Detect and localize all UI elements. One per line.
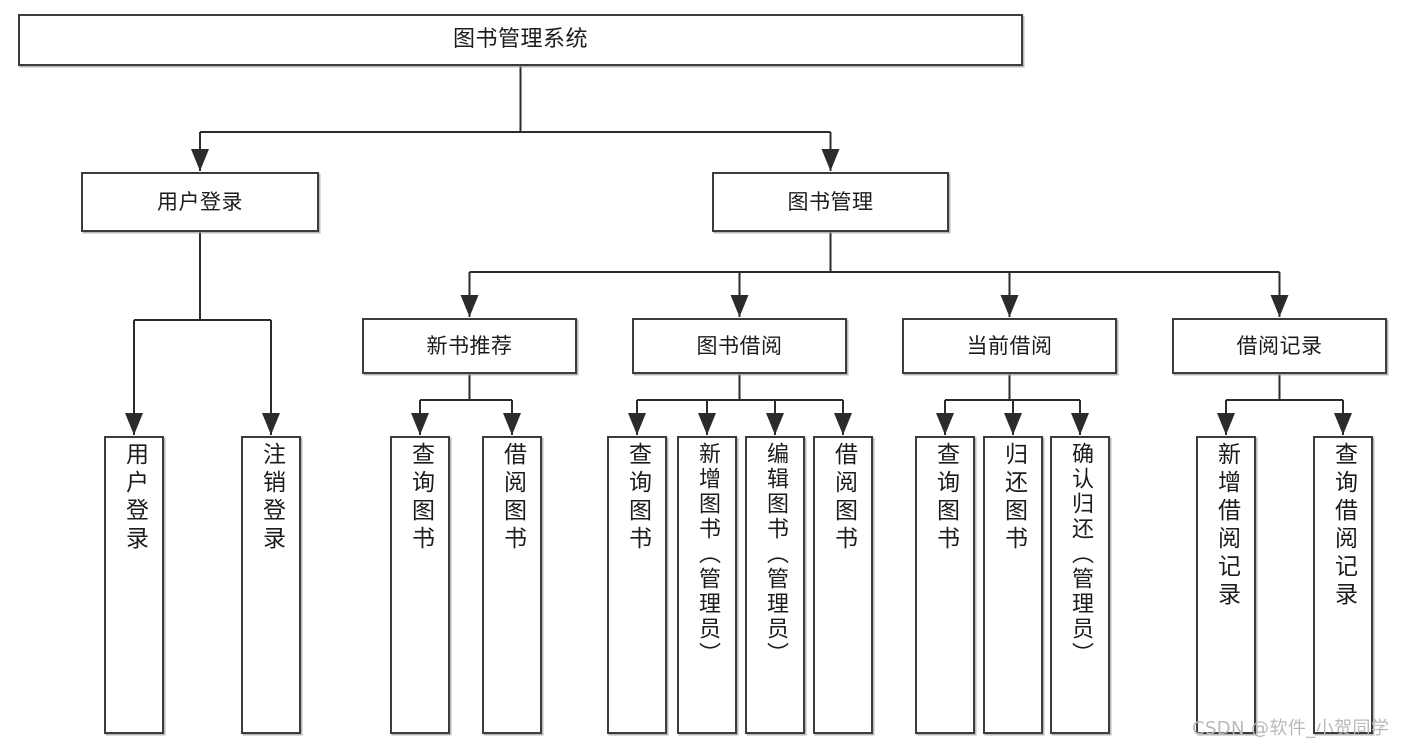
node-user-login[interactable]: 用户登录: [81, 172, 319, 232]
node-label: 当前借阅: [966, 333, 1053, 358]
node-leaf-query-book-2[interactable]: 查询图书: [607, 436, 667, 734]
node-label: 归还图书: [1000, 442, 1027, 554]
node-borrow-record[interactable]: 借阅记录: [1172, 318, 1387, 374]
node-label: 新增图书（管理员）: [695, 442, 720, 667]
node-label: 借阅图书: [499, 442, 526, 554]
node-leaf-confirm-return[interactable]: 确认归还（管理员）: [1050, 436, 1110, 734]
node-label: 注销登录: [258, 442, 285, 554]
node-label: 编辑图书（管理员）: [763, 442, 788, 667]
node-label: 查询图书: [932, 442, 959, 554]
node-label: 用户登录: [121, 442, 148, 554]
node-leaf-add-book[interactable]: 新增图书（管理员）: [677, 436, 737, 734]
node-label: 新书推荐: [426, 333, 513, 358]
node-label: 图书管理: [787, 189, 874, 214]
node-leaf-user-login[interactable]: 用户登录: [104, 436, 164, 734]
node-root[interactable]: 图书管理系统: [18, 14, 1023, 66]
node-leaf-user-logout[interactable]: 注销登录: [241, 436, 301, 734]
node-leaf-query-record[interactable]: 查询借阅记录: [1313, 436, 1373, 734]
node-label: 查询借阅记录: [1330, 442, 1357, 610]
node-label: 用户登录: [157, 189, 243, 214]
node-new-book-rec[interactable]: 新书推荐: [362, 318, 577, 374]
watermark: CSDN @软件_小贺同学: [1192, 718, 1390, 739]
node-label: 查询图书: [407, 442, 434, 554]
node-leaf-add-record[interactable]: 新增借阅记录: [1196, 436, 1256, 734]
node-leaf-edit-book[interactable]: 编辑图书（管理员）: [745, 436, 805, 734]
node-label: 确认归还（管理员）: [1068, 442, 1093, 667]
node-label: 图书借阅: [696, 333, 783, 358]
node-leaf-query-book-1[interactable]: 查询图书: [390, 436, 450, 734]
node-label: 借阅图书: [830, 442, 857, 554]
node-label: 新增借阅记录: [1213, 442, 1240, 610]
node-book-manage[interactable]: 图书管理: [712, 172, 949, 232]
node-leaf-query-book-3[interactable]: 查询图书: [915, 436, 975, 734]
node-book-borrow[interactable]: 图书借阅: [632, 318, 847, 374]
node-current-borrow[interactable]: 当前借阅: [902, 318, 1117, 374]
node-label: 查询图书: [624, 442, 651, 554]
node-leaf-borrow-book-2[interactable]: 借阅图书: [813, 436, 873, 734]
node-label: 图书管理系统: [452, 27, 588, 53]
node-leaf-borrow-book-1[interactable]: 借阅图书: [482, 436, 542, 734]
node-leaf-return-book[interactable]: 归还图书: [983, 436, 1043, 734]
node-label: 借阅记录: [1236, 333, 1323, 358]
